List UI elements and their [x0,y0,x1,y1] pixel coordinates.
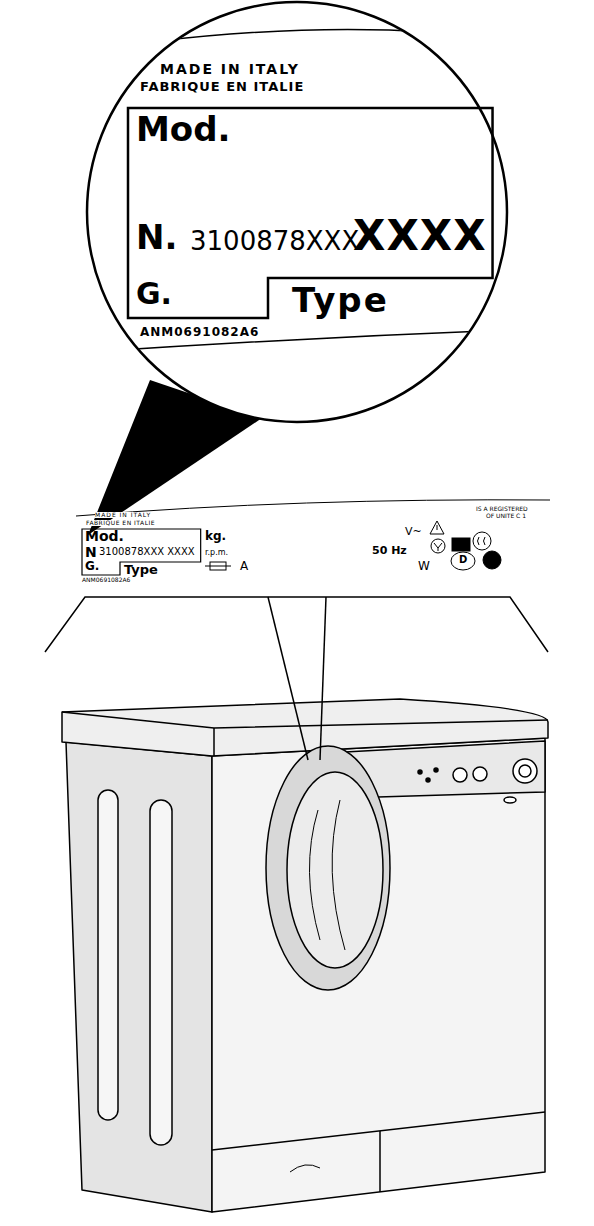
serial-number: 3100878XXX XXXX [99,547,195,558]
code-text: ANM0691082A6 [82,577,130,583]
code-text: ANM0691082A6 [140,326,259,339]
power-field: W [418,560,430,573]
callout-bracket [45,597,548,652]
current-field: A [240,560,248,573]
serial-field: N. [136,220,177,256]
speed-field: r.p.m. [205,549,228,557]
voltage-field: V~ [405,526,422,538]
origin-text: MADE IN ITALY [160,62,300,77]
origin-text: MADE IN ITALY [95,512,151,518]
serial-suffix: XXXX [353,214,487,258]
plate-edge [150,29,510,42]
origin-text: FABRIQUE EN ITALIE [86,520,155,526]
weight-field: kg. [205,530,226,543]
serial-field: N [85,545,97,560]
type-field: Type [124,563,158,577]
origin-text: FABRIQUE EN ITALIE [140,80,304,94]
type-field: Type [292,283,389,319]
leader-line [320,597,326,760]
magnifier-circle [87,2,507,422]
frequency-field: 50 Hz [372,545,407,557]
note-text: OF UNITE C 1 [486,513,526,519]
mark-letter: D [459,555,467,566]
leader-line [268,597,308,760]
plate-symbols [205,521,501,570]
group-field: G. [136,278,172,310]
serial-number: 3100878XXX [190,228,359,255]
serial-suffix: G. [85,560,99,573]
note-text: IS A REGISTERED [476,506,528,512]
model-field: Mod. [136,112,230,148]
frame-outline [128,108,493,318]
washing-machine [62,699,548,1212]
model-field: Mod. [85,529,124,544]
